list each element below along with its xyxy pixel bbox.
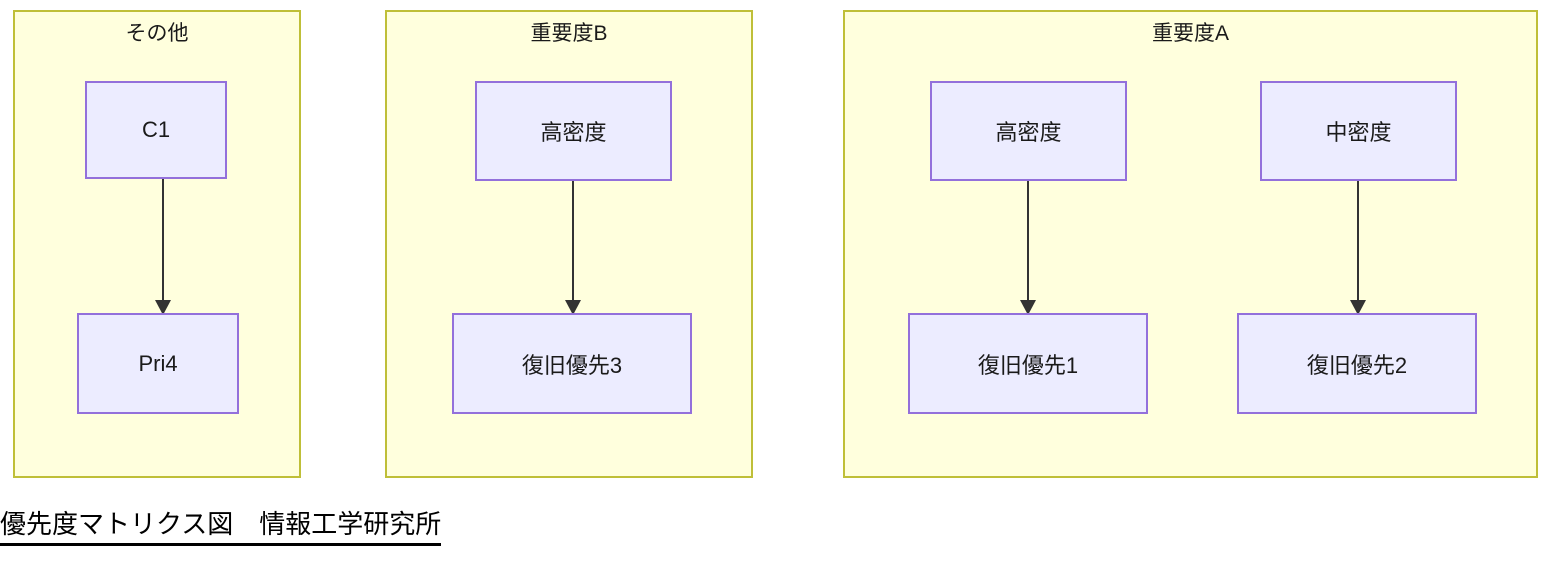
- node-kou-mitsudo-b[interactable]: 高密度: [475, 81, 672, 181]
- diagram-caption: 優先度マトリクス図 情報工学研究所: [0, 508, 442, 546]
- edge-kou-mitsudo-a-to-fukkyu-yusen-1: [1020, 181, 1036, 315]
- node-c1[interactable]: C1: [85, 81, 227, 179]
- node-pri4[interactable]: Pri4: [77, 313, 239, 414]
- group-sonota-title: その他: [125, 22, 189, 45]
- node-kou-mitsudo-a[interactable]: 高密度: [930, 81, 1127, 181]
- edge-chu-mitsudo-a-to-fukkyu-yusen-2: [1350, 181, 1366, 315]
- node-fukkyu-yusen-3-label: 復旧優先3: [521, 352, 623, 378]
- node-fukkyu-yusen-2-label: 復旧優先2: [1306, 352, 1408, 378]
- node-pri4-label: Pri4: [138, 350, 178, 376]
- group-juyoudo-a[interactable]: 重要度A 高密度 中密度 復旧優先1 復旧優先2: [843, 10, 1538, 478]
- node-kou-mitsudo-a-label: 高密度: [995, 120, 1062, 145]
- node-chu-mitsudo-a[interactable]: 中密度: [1260, 81, 1457, 181]
- node-fukkyu-yusen-2[interactable]: 復旧優先2: [1237, 313, 1477, 414]
- node-fukkyu-yusen-3[interactable]: 復旧優先3: [452, 313, 692, 414]
- node-c1-label: C1: [141, 117, 171, 142]
- group-sonota[interactable]: その他 C1 Pri4: [13, 10, 301, 478]
- node-fukkyu-yusen-1-label: 復旧優先1: [977, 352, 1079, 378]
- node-chu-mitsudo-a-label: 中密度: [1325, 120, 1392, 145]
- group-juyoudo-b-title: 重要度B: [530, 22, 608, 45]
- edge-c1-to-pri4: [155, 179, 171, 315]
- group-juyoudo-a-title: 重要度A: [1151, 22, 1229, 45]
- node-fukkyu-yusen-1[interactable]: 復旧優先1: [908, 313, 1148, 414]
- group-juyoudo-b[interactable]: 重要度B 高密度 復旧優先3: [385, 10, 753, 478]
- edge-kou-mitsudo-b-to-fukkyu-yusen-3: [565, 181, 581, 315]
- node-kou-mitsudo-b-label: 高密度: [540, 120, 607, 145]
